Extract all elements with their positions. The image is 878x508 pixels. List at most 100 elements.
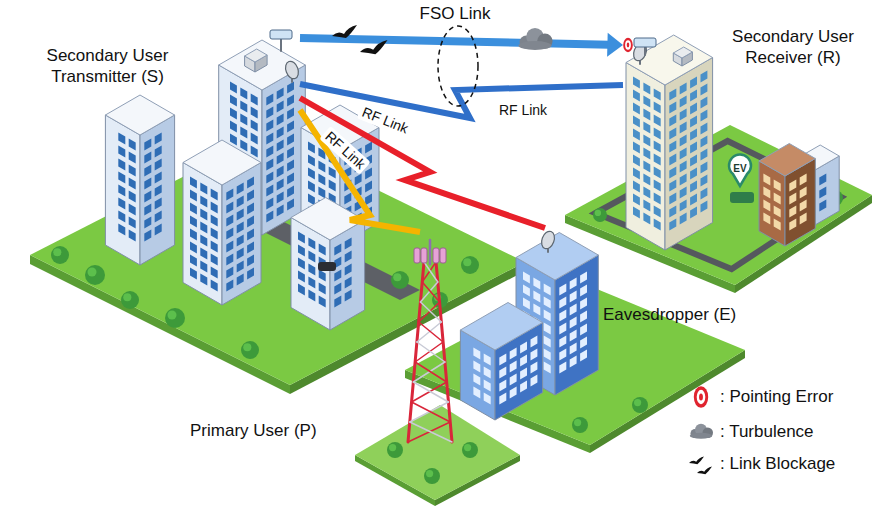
building-wall: [140, 115, 175, 265]
site-region: Secondary User Transmitter (S): [15, 30, 300, 240]
window: [774, 193, 781, 205]
turbulence-cloud: [690, 433, 713, 439]
window: [580, 337, 587, 349]
tower-brace: [415, 342, 443, 362]
window: [247, 268, 254, 280]
window: [701, 97, 708, 109]
window: [144, 230, 151, 242]
window: [190, 190, 197, 202]
window: [240, 88, 247, 100]
window: [510, 374, 517, 386]
tree-highlight: [464, 444, 471, 451]
window: [200, 222, 207, 234]
building-wall: [626, 63, 665, 251]
building-wall: [105, 115, 140, 265]
window: [334, 296, 341, 308]
window: [531, 362, 538, 374]
window: [211, 189, 218, 201]
window: [690, 142, 697, 154]
tower-brace: [412, 382, 447, 402]
window: [774, 219, 781, 231]
satellite-dish: [539, 229, 556, 250]
legend-row: : Pointing Error: [688, 384, 833, 410]
link-label: FSO Link: [417, 4, 494, 24]
rf-link: [300, 84, 623, 118]
window: [633, 168, 640, 180]
window: [287, 199, 294, 211]
window: [559, 284, 566, 296]
window: [277, 88, 284, 100]
window: [654, 206, 661, 218]
window: [510, 348, 517, 360]
window: [118, 172, 125, 184]
window: [144, 165, 151, 177]
window: [200, 209, 207, 221]
site-region: Secondary User Receiver (R): [623, 20, 871, 250]
legend-text: : Link Blockage: [720, 454, 835, 474]
window: [669, 206, 676, 218]
window: [690, 168, 697, 180]
window: [355, 174, 362, 186]
window: [643, 83, 650, 95]
window: [129, 204, 136, 216]
camera-pole: [280, 39, 282, 51]
window: [669, 115, 676, 127]
window: [247, 203, 254, 215]
window: [559, 323, 566, 335]
window: [701, 149, 708, 161]
bird-blockage: [689, 456, 704, 464]
window: [334, 283, 341, 295]
camera-pole: [644, 47, 646, 55]
window: [570, 317, 577, 329]
window: [580, 285, 587, 297]
window: [155, 133, 162, 145]
window: [680, 135, 687, 147]
window: [230, 108, 237, 120]
window: [308, 194, 315, 206]
window: [680, 174, 687, 186]
window: [308, 168, 315, 180]
window: [118, 133, 125, 145]
site-label: Secondary User Receiver (R): [718, 26, 868, 68]
window: [277, 127, 284, 139]
window: [287, 95, 294, 107]
window: [580, 311, 587, 323]
window: [680, 148, 687, 160]
bird-blockage: [360, 40, 388, 54]
window: [266, 211, 273, 223]
window: [559, 349, 566, 361]
window: [118, 185, 125, 197]
tower-brace: [415, 362, 447, 382]
antenna-panel: [440, 248, 446, 263]
tree-highlight: [389, 444, 396, 451]
window: [499, 367, 506, 379]
fso-transceiver: [634, 38, 656, 47]
window: [484, 380, 491, 392]
tree-highlight: [123, 293, 131, 301]
tree-crown: [424, 468, 440, 484]
window: [155, 224, 162, 236]
window: [570, 356, 577, 368]
ev-car: [730, 192, 754, 203]
tree-highlight: [53, 248, 61, 256]
tower-brace: [410, 422, 452, 442]
window: [129, 191, 136, 203]
window: [266, 146, 273, 158]
antenna-panel: [414, 248, 420, 263]
window: [473, 374, 480, 386]
window: [523, 285, 530, 297]
tower-brace: [417, 322, 441, 342]
window: [277, 166, 284, 178]
window: [277, 140, 284, 152]
window: [520, 355, 527, 367]
window: [701, 84, 708, 96]
legend-icon: [688, 419, 714, 445]
window: [308, 277, 315, 289]
window: [544, 362, 551, 374]
window: [308, 142, 315, 154]
window: [237, 261, 244, 273]
building-roof: [759, 144, 815, 177]
window: [144, 152, 151, 164]
window: [319, 283, 326, 295]
